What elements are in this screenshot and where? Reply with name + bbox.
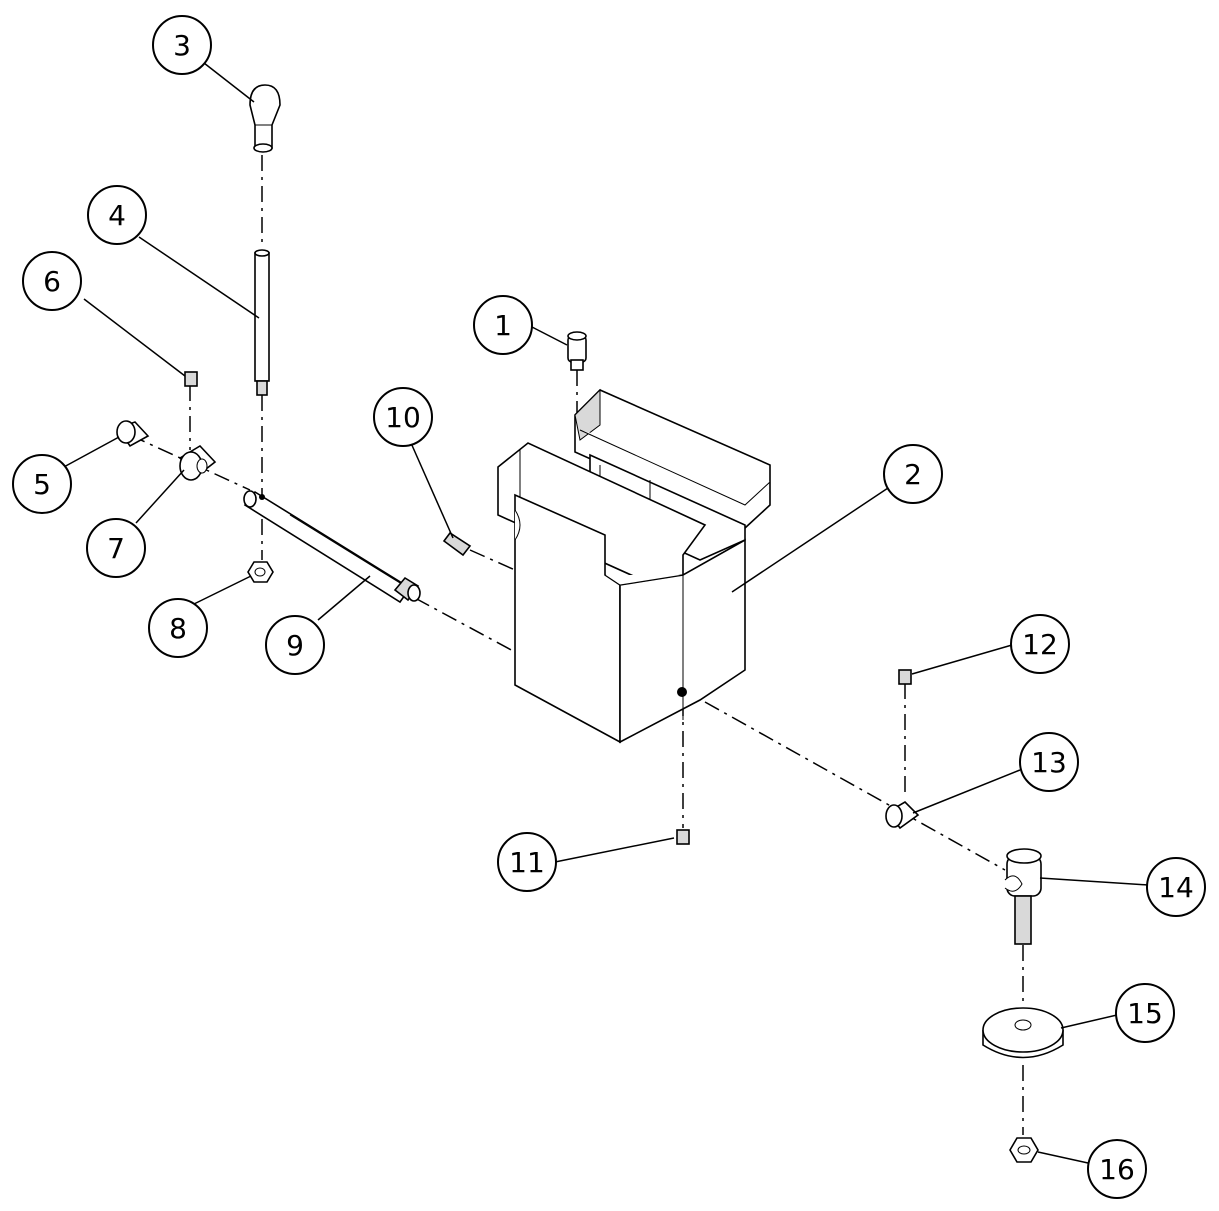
callout-16-label: 16 (1099, 1153, 1135, 1186)
callout-14: 14 (1146, 857, 1206, 917)
callout-8-label: 8 (169, 612, 187, 645)
callout-15-label: 15 (1127, 997, 1163, 1030)
part-6-set-screw (184, 371, 198, 387)
callout-2-label: 2 (904, 458, 922, 491)
leader-lines (61, 62, 1149, 1164)
callout-10: 10 (373, 387, 433, 447)
callout-13: 13 (1019, 732, 1079, 792)
callout-10-label: 10 (385, 401, 421, 434)
callout-1-label: 1 (494, 309, 512, 342)
part-15-foot-pad (982, 1007, 1064, 1059)
part-3-knob (249, 84, 281, 153)
part-11-set-screw (676, 829, 690, 845)
callout-7-label: 7 (107, 532, 125, 565)
part-4-rod (254, 249, 270, 396)
callout-8: 8 (148, 598, 208, 658)
assembly-axes (129, 155, 1024, 1135)
callout-7: 7 (86, 518, 146, 578)
callout-4: 4 (87, 185, 147, 245)
callout-14-label: 14 (1158, 871, 1194, 904)
callout-15: 15 (1115, 983, 1175, 1043)
part-2-body (497, 388, 771, 744)
callout-1: 1 (473, 295, 533, 355)
part-14-threaded-knob (1004, 848, 1042, 945)
part-7-collar (178, 444, 217, 481)
part-8-nut (247, 561, 274, 583)
callout-5-label: 5 (33, 468, 51, 501)
callout-6-label: 6 (43, 265, 61, 298)
callout-13-label: 13 (1031, 746, 1067, 779)
part-1-pin (567, 331, 587, 371)
callout-16: 16 (1087, 1139, 1147, 1199)
callout-11: 11 (497, 832, 557, 892)
callout-4-label: 4 (108, 199, 126, 232)
part-12-set-screw (898, 669, 912, 685)
callout-6: 6 (22, 251, 82, 311)
part-10-screw (442, 531, 472, 557)
callout-2: 2 (883, 444, 943, 504)
callout-11-label: 11 (509, 846, 545, 879)
callout-5: 5 (12, 454, 72, 514)
callout-3-label: 3 (173, 29, 191, 62)
part-9-shaft (243, 490, 421, 604)
part-16-nut (1009, 1137, 1039, 1163)
callout-9: 9 (265, 615, 325, 675)
callout-3: 3 (152, 15, 212, 75)
part-5-bushing (116, 420, 150, 448)
part-13-bushing (885, 800, 920, 830)
callout-9-label: 9 (286, 629, 304, 662)
callout-12: 12 (1010, 614, 1070, 674)
callout-12-label: 12 (1022, 628, 1058, 661)
